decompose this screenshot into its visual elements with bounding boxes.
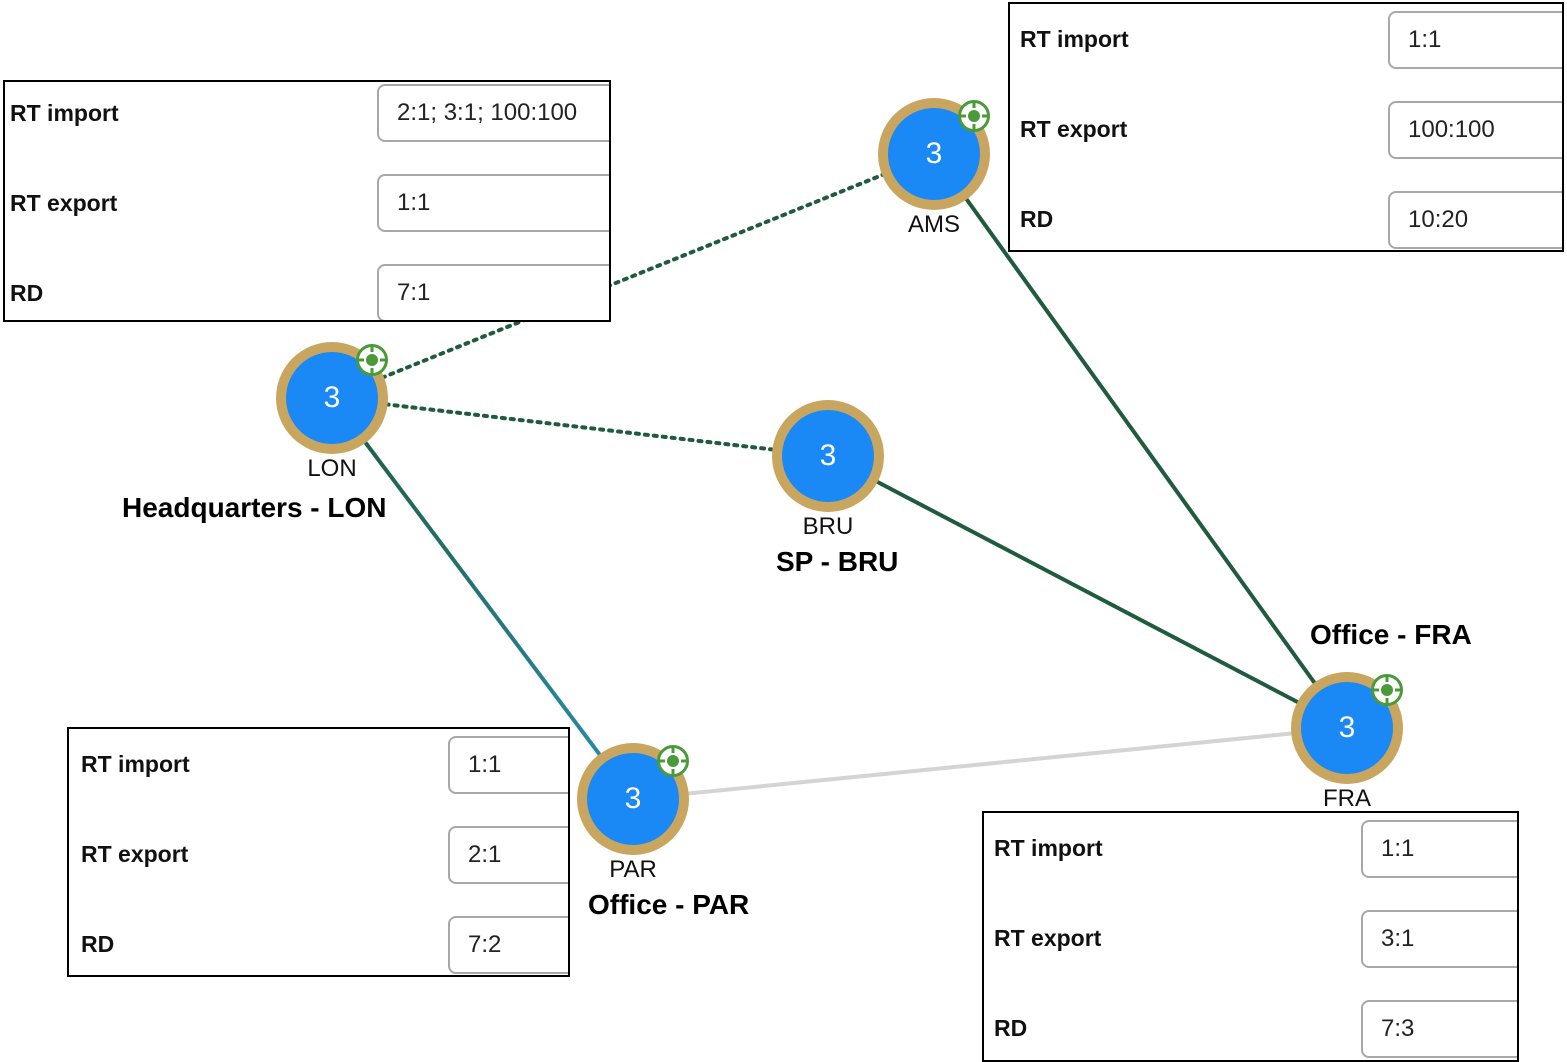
node-count: 3 — [782, 410, 874, 502]
rt-import-field[interactable]: 1:1 — [1388, 11, 1562, 69]
rt-export-label: RT export — [81, 841, 189, 867]
rd-label: RD — [994, 1015, 1028, 1041]
site-label-lon: Headquarters - LON — [122, 492, 387, 523]
rd-row: RD 7:1 — [5, 262, 609, 320]
rd-row: RD 7:2 — [69, 909, 568, 975]
rt-import-row: RT import 1:1 — [69, 729, 568, 819]
rt-import-label: RT import — [10, 100, 119, 126]
node-code: FRA — [1323, 785, 1371, 812]
site-label-par: Office - PAR — [588, 889, 750, 920]
rd-field[interactable]: 7:2 — [448, 916, 568, 974]
link-lon-par[interactable] — [330, 396, 635, 801]
rt-export-field[interactable]: 100:100 — [1388, 101, 1562, 159]
site-label-fra: Office - FRA — [1310, 619, 1472, 650]
link-ams-fra[interactable] — [932, 152, 1349, 730]
link-bru-fra[interactable] — [827, 454, 1348, 730]
rt-export-label: RT export — [994, 925, 1102, 951]
rt-import-row: RT import 1:1 — [1010, 4, 1562, 94]
node-code: LON — [307, 455, 357, 482]
node-code: BRU — [802, 513, 854, 540]
rt-import-field[interactable]: 1:1 — [448, 736, 568, 794]
rt-import-row: RT import 2:1; 3:1; 100:100 — [5, 82, 609, 172]
link-lon-bru[interactable] — [330, 396, 830, 458]
rt-export-row: RT export 100:100 — [1010, 94, 1562, 184]
target-icon[interactable] — [958, 100, 990, 132]
target-icon[interactable] — [356, 344, 388, 376]
rt-import-field[interactable]: 2:1; 3:1; 100:100 — [377, 84, 609, 142]
rd-row: RD 10:20 — [1010, 184, 1562, 250]
rt-export-label: RT export — [10, 190, 118, 216]
rt-import-label: RT import — [81, 751, 190, 777]
rd-row: RD 7:3 — [984, 993, 1517, 1060]
rt-import-row: RT import 1:1 — [984, 813, 1517, 903]
rd-label: RD — [1020, 206, 1054, 232]
rt-export-row: RT export 3:1 — [984, 903, 1517, 993]
rt-panel-fra: RT import 1:1 RT export 3:1 RD 7:3 — [982, 811, 1519, 1062]
node-code: PAR — [609, 856, 657, 883]
target-icon[interactable] — [1371, 674, 1403, 706]
rt-export-field[interactable]: 2:1 — [448, 826, 568, 884]
rt-export-label: RT export — [1020, 116, 1128, 142]
node-code: AMS — [907, 211, 961, 238]
rt-panel-ams: RT import 1:1 RT export 100:100 RD 10:20 — [1008, 2, 1564, 252]
rd-field[interactable]: 7:1 — [377, 264, 609, 320]
rt-panel-lon: RT import 2:1; 3:1; 100:100 RT export 1:… — [3, 80, 611, 322]
rd-label: RD — [10, 280, 44, 306]
rd-label: RD — [81, 931, 115, 957]
rd-field[interactable]: 10:20 — [1388, 191, 1562, 249]
link-par-fra[interactable] — [632, 726, 1348, 801]
rt-export-row: RT export 2:1 — [69, 819, 568, 909]
rd-field[interactable]: 7:3 — [1361, 1000, 1517, 1058]
link-lon-ams[interactable] — [330, 152, 936, 400]
rt-export-field[interactable]: 3:1 — [1361, 910, 1517, 968]
site-label-bru: SP - BRU — [776, 546, 899, 577]
target-icon[interactable] — [657, 745, 689, 777]
rt-export-field[interactable]: 1:1 — [377, 174, 609, 232]
rt-import-label: RT import — [1020, 26, 1129, 52]
rt-import-label: RT import — [994, 835, 1103, 861]
rt-import-field[interactable]: 1:1 — [1361, 820, 1517, 878]
rt-export-row: RT export 1:1 — [5, 172, 609, 262]
rt-panel-par: RT import 1:1 RT export 2:1 RD 7:2 — [67, 727, 570, 977]
